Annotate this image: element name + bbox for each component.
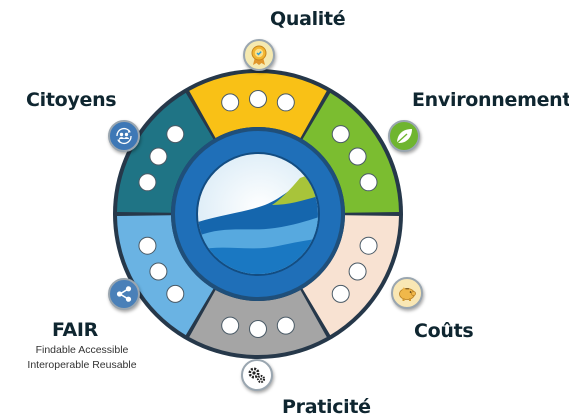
- segment-dot-fair-3: [138, 236, 157, 255]
- label-environnement: Environnement: [412, 89, 569, 111]
- label-couts: Coûts: [414, 320, 474, 342]
- segment-dot-qualite-2: [249, 90, 267, 108]
- label-qualite: Qualité: [270, 8, 346, 30]
- fair-subtitle-line-2: Interoperable Reusable: [27, 359, 137, 371]
- segment-dot-environnement-3: [359, 173, 378, 192]
- leaf-icon: [388, 120, 420, 152]
- segment-dot-praticite-1: [276, 316, 295, 335]
- segment-dot-citoyens-2: [149, 147, 168, 166]
- award-medal-icon: [243, 39, 275, 71]
- segment-dot-citoyens-1: [138, 173, 157, 192]
- segment-dot-environnement-1: [331, 125, 350, 144]
- share-icon: [108, 278, 140, 310]
- piggy-bank-icon: [391, 277, 423, 309]
- gears-icon: [241, 359, 273, 391]
- segment-dot-qualite-3: [276, 93, 295, 112]
- label-citoyens: Citoyens: [26, 89, 117, 111]
- segment-dot-couts-3: [331, 284, 350, 303]
- segment-dot-praticite-3: [221, 316, 240, 335]
- segment-dot-fair-2: [149, 262, 168, 281]
- segment-dot-fair-1: [166, 284, 185, 303]
- segment-dot-citoyens-3: [166, 125, 185, 144]
- segment-dot-couts-2: [348, 262, 367, 281]
- fair-subtitle-line-1: Findable Accessible: [35, 344, 129, 356]
- segment-dot-qualite-1: [221, 93, 240, 112]
- segment-dot-praticite-2: [249, 320, 267, 338]
- segment-dot-couts-1: [359, 236, 378, 255]
- people-cycle-icon: [108, 120, 140, 152]
- label-praticite: Praticité: [282, 396, 371, 418]
- label-fair: FAIR: [52, 319, 99, 341]
- segment-dot-environnement-2: [348, 147, 367, 166]
